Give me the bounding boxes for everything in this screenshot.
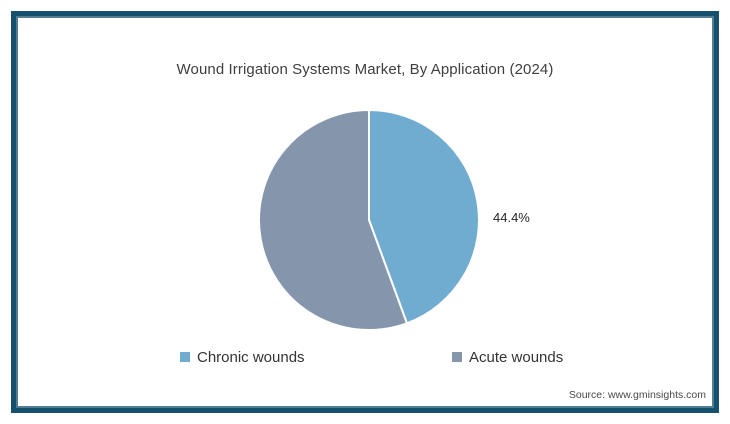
legend-label-acute-wounds: Acute wounds — [469, 348, 564, 366]
legend-swatch-acute-wounds-icon — [452, 352, 462, 362]
pie-slice-chronic-wounds — [368, 109, 480, 325]
legend-label-chronic-wounds: Chronic wounds — [197, 348, 305, 366]
legend-item-chronic-wounds: Chronic wounds — [180, 348, 305, 366]
legend-item-acute-wounds: Acute wounds — [452, 348, 563, 366]
pie-data-label-chronic-wounds: 44.4% — [493, 210, 530, 225]
pie-slice-acute-wounds — [258, 109, 408, 331]
pie-chart-area — [254, 105, 484, 335]
pie-chart — [258, 109, 480, 331]
legend-swatch-chronic-wounds-icon — [180, 352, 190, 362]
source-attribution: Source: www.gminsights.com — [568, 389, 706, 401]
chart-title: Wound Irrigation Systems Market, By Appl… — [176, 61, 554, 78]
